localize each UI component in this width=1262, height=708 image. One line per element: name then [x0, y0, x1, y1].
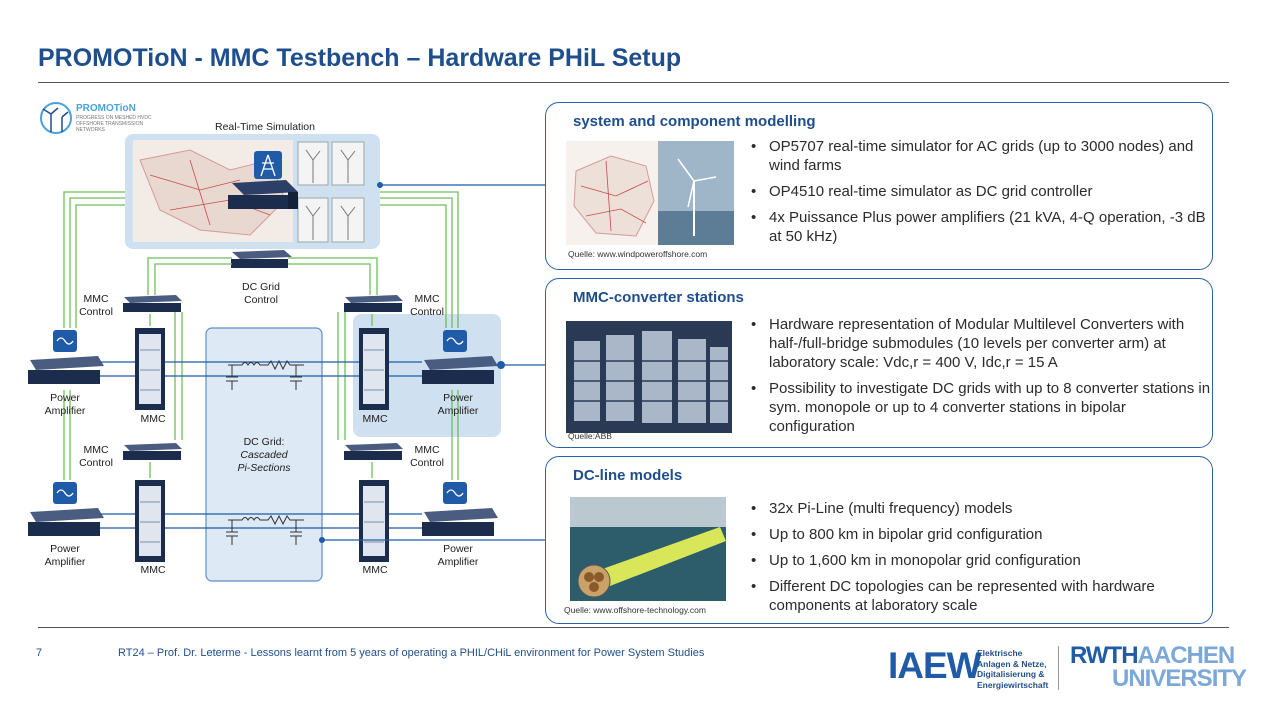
- mmc-control-label: MMC Control: [79, 293, 113, 318]
- bullet-item: OP4510 real-time simulator as DC grid co…: [751, 182, 1212, 201]
- mmc-control-label: MMC Control: [410, 293, 444, 318]
- dc-grid-label: DC Grid: Cascaded Pi-Sections: [216, 436, 312, 475]
- card-bullets: Hardware representation of Modular Multi…: [751, 315, 1212, 443]
- rwth-logo-aachen: AACHEN: [1137, 642, 1236, 669]
- power-amplifier-icon: [28, 330, 498, 536]
- logo-name: PROMOTioN: [76, 103, 136, 114]
- card-mmc-stations: MMC-converter stations Hardware represen…: [545, 278, 1213, 448]
- title-divider: [38, 82, 1229, 83]
- bullet-item: 4x Puissance Plus power amplifiers (21 k…: [751, 208, 1212, 246]
- dc-grid-label-line1: DC Grid:: [243, 436, 285, 448]
- power-amplifier-label: Power Amplifier: [44, 392, 86, 417]
- power-amplifier-label: Power Amplifier: [44, 543, 86, 568]
- connector-dot: [319, 537, 325, 543]
- dc-grid-label-line3: Pi-Sections: [237, 462, 291, 474]
- logo-tagline-1: PROGRESS ON MESHED HVDC: [76, 115, 152, 121]
- power-lines: [100, 184, 545, 541]
- dc-grid-control-device-icon: [231, 250, 292, 268]
- logo-tagline-3: NETWORKS: [76, 127, 105, 133]
- iaew-subtitle: Elektrische Anlagen & Netze, Digitalisie…: [977, 648, 1049, 690]
- connector-dot: [497, 361, 505, 369]
- europe-map-windfarm-photo: [566, 141, 734, 245]
- wind-turbine-logo-icon: [40, 102, 72, 134]
- mmc-rack-icon: [135, 328, 389, 562]
- connector-dot: [377, 182, 383, 188]
- mmc-label: MMC: [362, 564, 388, 576]
- mmc-label: MMC: [362, 413, 388, 425]
- promotion-logo: PROMOTioN PROGRESS ON MESHED HVDC OFFSHO…: [38, 100, 158, 138]
- dc-grid-control-label: DC Grid Control: [242, 281, 280, 306]
- pi-section-symbol: [226, 359, 304, 390]
- real-time-simulation-label: Real-Time Simulation: [215, 121, 315, 133]
- mmc-label: MMC: [140, 564, 166, 576]
- mmc-control-label: MMC Control: [79, 444, 113, 469]
- bullet-item: Hardware representation of Modular Multi…: [751, 315, 1212, 372]
- dc-grid-panel: [205, 327, 323, 582]
- converter-hall-photo: [566, 321, 732, 433]
- card-title: MMC-converter stations: [573, 289, 744, 306]
- bullet-item: 32x Pi-Line (multi frequency) models: [751, 499, 1212, 518]
- image-source: Quelle: www.offshore-technology.com: [564, 605, 706, 615]
- logo-separator: [1058, 646, 1059, 690]
- mmc-label: MMC: [140, 413, 166, 425]
- bullet-item: Up to 1,600 km in monopolar grid configu…: [751, 551, 1212, 570]
- image-source: Quelle:ABB: [568, 431, 612, 441]
- iaew-logo-text: IAEW: [888, 645, 982, 686]
- card-title: system and component modelling: [573, 113, 816, 130]
- rwth-logo: RWTHAACHEN UNIVERSITY: [1070, 642, 1247, 692]
- page-title: PROMOTioN - MMC Testbench – Hardware PHi…: [38, 44, 682, 72]
- mmc-control-device-icon: [123, 295, 403, 460]
- footer-divider: [38, 627, 1229, 628]
- phil-setup-diagram: [28, 134, 545, 582]
- card-title: DC-line models: [573, 467, 683, 484]
- rwth-logo-university: UNIVERSITY: [1112, 665, 1247, 692]
- bullet-item: Different DC topologies can be represent…: [751, 577, 1212, 615]
- subsea-cable-photo: [570, 497, 726, 601]
- power-amplifier-label: Power Amplifier: [437, 392, 479, 417]
- power-amplifier-label: Power Amplifier: [437, 543, 479, 568]
- dc-grid-label-line2: Cascaded: [240, 449, 288, 461]
- card-bullets: OP5707 real-time simulator for AC grids …: [751, 137, 1212, 253]
- rwth-logo-text: RWTH: [1070, 642, 1139, 669]
- op5707-simulator-icon: [228, 151, 298, 209]
- bullet-item: Up to 800 km in bipolar grid configurati…: [751, 525, 1212, 544]
- card-system-modelling: system and component modelling OP5707 re…: [545, 102, 1213, 270]
- logo-tagline-2: OFFSHORE TRANSMISSION: [76, 121, 144, 127]
- pi-section-symbol: [226, 514, 304, 545]
- card-dc-line-models: DC-line models 32x Pi-Line (multi freque…: [545, 456, 1213, 624]
- mmc-control-label: MMC Control: [410, 444, 444, 469]
- image-source: Quelle: www.windpoweroffshore.com: [568, 249, 708, 259]
- card-bullets: 32x Pi-Line (multi frequency) models Up …: [751, 499, 1212, 622]
- footer-text: RT24 – Prof. Dr. Leterme - Lessons learn…: [118, 647, 705, 659]
- page-number: 7: [36, 647, 43, 659]
- bullet-item: Possibility to investigate DC grids with…: [751, 379, 1212, 436]
- bullet-item: OP5707 real-time simulator for AC grids …: [751, 137, 1212, 175]
